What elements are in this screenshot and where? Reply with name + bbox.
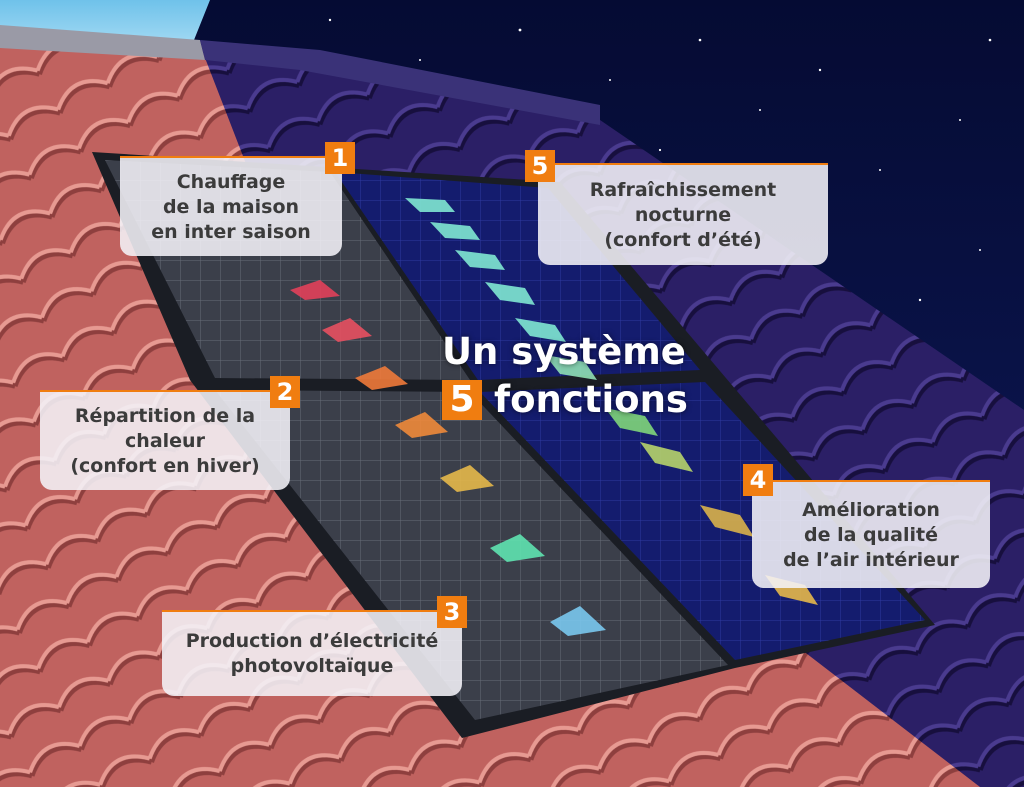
function-5-line-3: (confort d’été) (604, 228, 762, 251)
air-flow-arrow-icon (550, 606, 606, 636)
air-flow-arrow-icon (545, 355, 597, 380)
panel-grey-bottom (215, 390, 728, 720)
air-flow-arrow-icon (355, 366, 408, 390)
function-1-line-3: en inter saison (151, 220, 311, 243)
air-flow-arrow-icon (430, 222, 480, 240)
ridge-left (0, 25, 205, 60)
air-flow-arrow-icon (640, 442, 693, 472)
function-4-line-3: de l’air intérieur (783, 548, 959, 571)
ridge-right (200, 40, 600, 125)
function-4-line-1: Amélioration (802, 498, 940, 521)
panel-blue-bottom (480, 382, 925, 660)
air-flow-arrow-icon (322, 318, 372, 342)
title-row-2: 5 fonctions (442, 376, 692, 424)
title-row-1: Un système (442, 328, 692, 376)
air-flow-arrow-icon (440, 465, 494, 492)
function-badge-1: 1 (325, 142, 355, 174)
function-1-line-2: de la maison (162, 195, 300, 218)
function-label-5: Rafraîchissement nocturne (confort d’été… (538, 163, 828, 265)
function-5-line-2: nocturne (634, 203, 732, 226)
air-flow-arrow-icon (490, 534, 545, 562)
panel-blue-top (335, 172, 700, 380)
function-5-line-1: Rafraîchissement (589, 178, 777, 201)
air-flow-arrow-icon (485, 282, 535, 305)
title-number-badge: 5 (442, 380, 482, 420)
title-line-1: Un système (442, 330, 686, 373)
function-2-line-2: chaleur (125, 429, 205, 452)
function-3-line-2: photovoltaïque (230, 655, 394, 677)
air-flow-arrow-icon (515, 318, 566, 342)
air-flow-arrow-icon (290, 280, 340, 300)
air-flow-arrow-icon (455, 250, 505, 270)
function-label-2: Répartition de la chaleur (confort en hi… (40, 390, 290, 490)
function-badge-4: 4 (743, 464, 773, 496)
air-flow-arrow-icon (405, 198, 455, 212)
function-badge-3: 3 (437, 596, 467, 628)
function-1-line-1: Chauffage (176, 170, 286, 193)
function-3-line-1: Production d’électricité (185, 630, 439, 652)
air-flow-arrow-icon (605, 408, 658, 436)
title-line-2: fonctions (494, 378, 688, 421)
function-4-line-2: de la qualité (804, 523, 938, 546)
function-label-4: Amélioration de la qualité de l’air inté… (752, 480, 990, 588)
diagram-title: Un système 5 fonctions (442, 328, 692, 424)
function-badge-2: 2 (270, 376, 300, 408)
function-badge-5: 5 (525, 150, 555, 182)
function-label-1: Chauffage de la maison en inter saison (120, 156, 342, 256)
function-2-line-3: (confort en hiver) (70, 454, 260, 477)
function-label-3: Production d’électricité photovoltaïque (162, 610, 462, 696)
air-flow-arrow-icon (395, 412, 448, 438)
function-2-line-1: Répartition de la (74, 404, 256, 427)
air-flow-arrow-icon (700, 505, 754, 537)
